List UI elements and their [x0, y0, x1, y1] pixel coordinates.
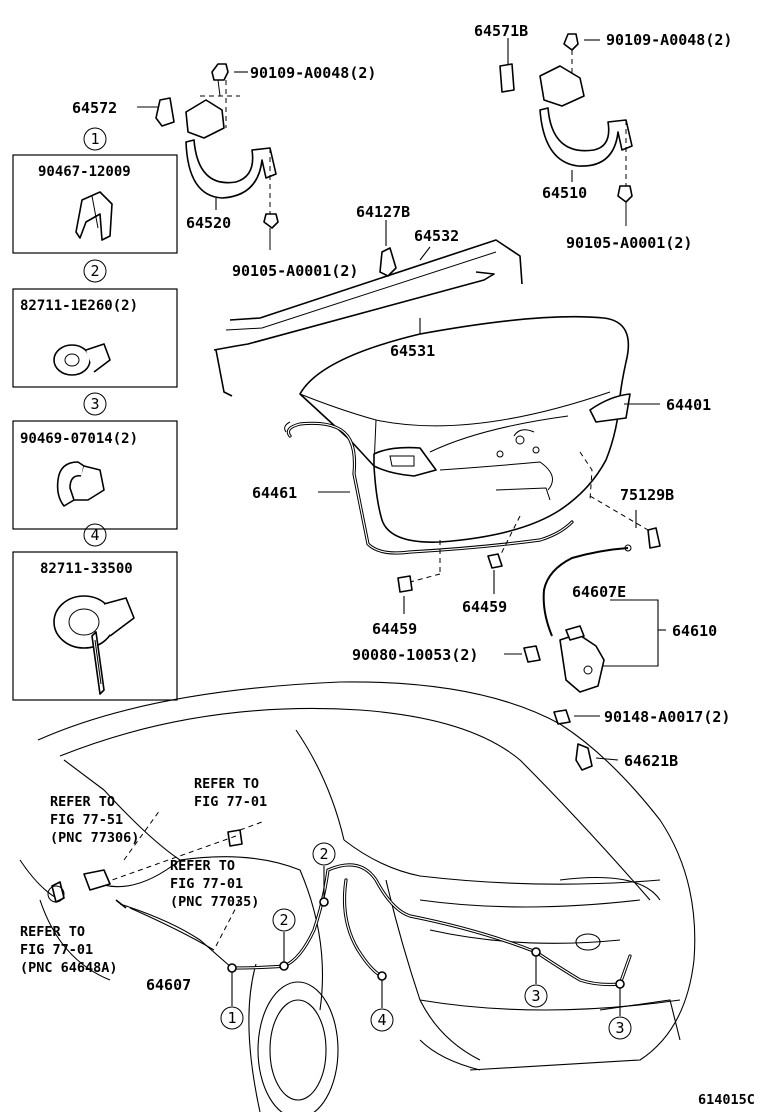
label-64510: 64510: [542, 184, 587, 202]
label-90148: 90148-A0017(2): [604, 708, 730, 726]
label-90109-right: 90109-A0048(2): [606, 31, 732, 49]
label-64532: 64532: [414, 227, 459, 245]
clamp-with-tie-icon: [53, 595, 135, 695]
label-64459-left: 64459: [372, 620, 417, 638]
legend-box-3: [12, 420, 178, 530]
bolt-icon: [211, 63, 229, 81]
label-90080: 90080-10053(2): [352, 646, 478, 664]
legend-part-3: 90469-07014(2): [20, 431, 138, 447]
tail-lamp-icon: [589, 393, 631, 423]
callout-1: [220, 1006, 244, 1030]
label-64610: 64610: [672, 622, 717, 640]
ref-d-line2: FIG 77-01: [20, 942, 93, 958]
label-64461: 64461: [252, 484, 297, 502]
callouts: 1 2 2 4 3 3: [220, 842, 632, 1040]
part-labels: 90109-A0048(2) 90109-A0048(2) 64571B 645…: [72, 22, 755, 1108]
legend-marker-4: [83, 523, 107, 547]
lock-assembly: [397, 527, 661, 771]
label-64459-right: 64459: [462, 598, 507, 616]
clip-icon: [56, 461, 105, 507]
legend-marker-3-label: 3: [90, 395, 99, 413]
legend-part-2: 82711-1E260(2): [20, 298, 138, 314]
legend-part-1: 90467-12009: [38, 164, 131, 180]
diagram-id: 614015C: [698, 1092, 755, 1108]
clip-icon: [75, 191, 113, 241]
label-90109-left: 90109-A0048(2): [250, 64, 376, 82]
leader-lines: [137, 38, 666, 761]
callout-2a: [272, 908, 296, 932]
striker-icon: [575, 743, 593, 771]
callout-3b-label: 3: [615, 1019, 624, 1037]
ref-a-line3: (PNC 77306): [50, 830, 139, 846]
bolt-icon: [563, 33, 579, 51]
car-body: [19, 681, 696, 1112]
callout-2b: [312, 842, 336, 866]
legend-marker-3: [83, 392, 107, 416]
hinge-assembly-left: [155, 63, 279, 250]
legend-marker-1: [83, 127, 107, 151]
label-64531: 64531: [390, 342, 435, 360]
hinge-arm-icon: [185, 139, 277, 199]
label-64520: 64520: [186, 214, 231, 232]
label-64127b: 64127B: [356, 203, 410, 221]
bolt-icon: [553, 709, 571, 725]
label-64607e: 64607E: [572, 583, 626, 601]
bolt-icon: [263, 213, 279, 229]
bumper-icon: [397, 575, 413, 593]
legend-marker-2-label: 2: [90, 262, 99, 280]
label-75129b: 75129B: [620, 486, 674, 504]
lock-icon: [559, 633, 605, 693]
bolt-icon: [523, 645, 541, 663]
bumper-icon: [487, 553, 503, 569]
callout-4-label: 4: [377, 1011, 386, 1029]
callout-1-label: 1: [227, 1009, 236, 1027]
legend: 1 90467-12009 2 82711-1E260(2) 3 90469-0…: [12, 127, 178, 701]
hinge-assembly-right: [499, 33, 633, 226]
legend-box-2: [12, 288, 178, 388]
opener-icon: [83, 869, 111, 891]
callout-3a-label: 3: [531, 987, 540, 1005]
label-90105-right: 90105-A0001(2): [566, 234, 692, 252]
legend-marker-1-label: 1: [90, 130, 99, 148]
clamp-icon: [53, 343, 111, 376]
label-64621b: 64621B: [624, 752, 678, 770]
callout-2a-label: 2: [279, 911, 288, 929]
callout-4: [370, 1008, 394, 1032]
bolt-icon: [617, 185, 633, 203]
ref-c-line2: FIG 77-01: [170, 876, 243, 892]
handle-icon: [51, 881, 65, 903]
label-64401: 64401: [666, 396, 711, 414]
trunk-lid: [284, 315, 631, 555]
label-64572: 64572: [72, 99, 117, 117]
switch-icon: [647, 527, 661, 549]
bracket-icon: [379, 247, 397, 277]
ref-d-line1: REFER TO: [20, 924, 85, 940]
reference-notes: REFER TO FIG 77-51 (PNC 77306) REFER TO …: [20, 776, 267, 976]
hinge-arm-icon: [539, 107, 633, 167]
legend-box-4: [12, 551, 178, 701]
torsion-bars: [213, 239, 523, 397]
callout-2b-label: 2: [319, 845, 328, 863]
legend-marker-2: [83, 259, 107, 283]
ref-a-line2: FIG 77-51: [50, 812, 123, 828]
label-64571b: 64571B: [474, 22, 528, 40]
ref-b-line2: FIG 77-01: [194, 794, 267, 810]
ref-c-line3: (PNC 77035): [170, 894, 259, 910]
ref-b-line1: REFER TO: [194, 776, 259, 792]
legend-part-4: 82711-33500: [40, 561, 133, 577]
tail-lamp-icon: [373, 446, 437, 477]
callout-3a: [524, 984, 548, 1008]
hinge-bracket-icon: [155, 97, 175, 127]
switch-icon: [227, 829, 243, 847]
legend-marker-4-label: 4: [90, 526, 99, 544]
ref-a-line1: REFER TO: [50, 794, 115, 810]
label-64607: 64607: [146, 976, 191, 994]
stopper-icon: [499, 63, 515, 93]
legend-box-1: [12, 154, 178, 254]
ref-d-line3: (PNC 64648A): [20, 960, 118, 976]
ref-c-line1: REFER TO: [170, 858, 235, 874]
label-90105-left: 90105-A0001(2): [232, 262, 358, 280]
callout-3b: [608, 1016, 632, 1040]
